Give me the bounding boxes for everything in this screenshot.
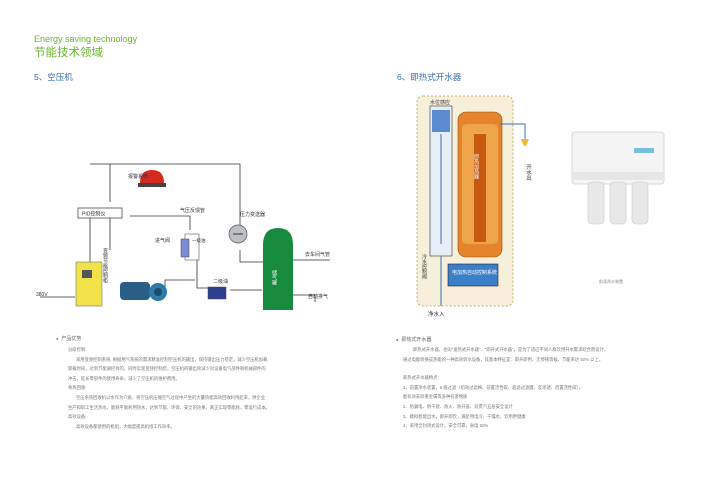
- feature-item: 4、采用全封闭式设计，安全可靠，省电 50%: [403, 423, 489, 429]
- water-heater-diagram: 水位感应 即热加热器 开水出 电加热自动控制系统 冷水控制阀 净水入: [416, 95, 532, 318]
- separator2-label: 二级油: [213, 278, 228, 285]
- paragraph: 分段控制:: [68, 347, 87, 352]
- features-title: 即热式开水器特点：: [403, 375, 442, 381]
- clean-water-in-label: 净水入: [428, 310, 445, 318]
- paragraph: 采用变频控制系统, 根据用气系统的需求精准控制空压机的输出，保持输出压力稳定，减…: [76, 356, 268, 362]
- paragraph: 通过电能转换成热能的一种高效转水设备，其基本特征是：即开即用、无停顿等候、节能率…: [403, 356, 604, 362]
- feature-item: 2、防漏电、防干烧、防火、防开盖、双煲汽五层安全设计: [403, 403, 513, 409]
- hot-water-label: 开水出: [525, 164, 532, 182]
- paragraph: 高效设备:: [68, 414, 87, 420]
- header-title-cn: 节能技术领域: [34, 47, 103, 59]
- paragraph: 卸载时间，达到节能调控目的。同时实现变频控制后，空压机的输出效减少对设备电气部件…: [68, 366, 266, 372]
- hot-water-tap-icon: [521, 139, 529, 146]
- alarm-label: 报警系统: [128, 173, 148, 180]
- photo-caption: 前滴净水装置: [599, 279, 623, 284]
- inverter-cabinet-icon: [75, 261, 103, 307]
- motor-icon: [120, 282, 150, 300]
- paragraph: 冲击，延长零部件的使用寿命，减少了空压机的维护费用。: [68, 375, 180, 381]
- inlet-valve-label: 进气阀: [155, 237, 170, 244]
- air-tank-icon: [263, 228, 293, 310]
- water-heater-text: 即热式开水器，也叫"速热式开水器"、"即开式开水器"。是为了适应不同人群饮用开水…: [403, 345, 703, 431]
- controller-icon: [447, 263, 499, 287]
- feature-item: 能有效去除重金属等多种有害物质: [403, 394, 468, 400]
- air-feedback-label: 气压反馈管: [180, 207, 205, 214]
- bullet-water-heater: 即热式开水器: [396, 336, 431, 343]
- air-compressor-diagram: 报警系统 PID控制仪 气压反馈管 压力变送器 一级油 进气阀 二级油 储气罐 …: [36, 163, 330, 310]
- controller-label: 电加热自动控制系统: [452, 269, 497, 276]
- feature-item: 1、前置净水装置，5 级过滤（初效过滤棉、前置活性碳、超滤过滤膜、反渗透、后置活…: [403, 384, 583, 390]
- paragraph: 即热式开水器，也叫"速热式开水器"、"即开式开水器"。是为了适应不同人群饮用开水…: [413, 347, 609, 352]
- pressure-sender-label: 压力变送器: [240, 211, 265, 218]
- paragraph: 高效设备都使用的机组，大幅度提高机组工作效率。: [76, 423, 175, 429]
- heater-label: 即热加热器: [473, 154, 479, 180]
- feature-item: 3、模拟智能出水，即开即饮，满足用电冷、干燥水，饮用更健康: [403, 413, 526, 419]
- paragraph: 余热回收:: [68, 385, 87, 391]
- section-title-water-heater: 6、即热式开水器: [397, 72, 462, 82]
- pid-controller: [77, 207, 123, 219]
- pid-label: PID控制仪: [82, 211, 105, 218]
- air-compressor-text: 分段控制: 采用变频控制系统, 根据用气系统的需求精准控制空压机的输出，保持输出…: [68, 345, 343, 431]
- voltage-label: 380V: [36, 292, 48, 298]
- water-purifier-photo: [571, 131, 665, 225]
- alarm-light-icon: [140, 170, 164, 183]
- water-level-label: 水位感应: [430, 99, 450, 106]
- to-vehicle-label: 去车间气管: [305, 251, 330, 258]
- tank-label: 储气罐: [271, 269, 277, 286]
- cold-valve-label: 冷水控制阀: [421, 253, 427, 280]
- header-title-en: Energy saving technology: [34, 34, 138, 44]
- section-title-air-compressor: 5、空压机: [34, 72, 73, 82]
- separator2-icon: [207, 286, 227, 300]
- inverter-label: 变频节能控制柜: [102, 247, 108, 284]
- paragraph: 生产和职工生活热水，能耗平衡利用热水，达到节能、环保、安全的效果，真正实现零能耗…: [68, 404, 270, 410]
- inlet-valve-icon: [180, 238, 190, 258]
- separator1-label: 一级油: [192, 237, 206, 244]
- bullet-product-advantage: 产品优势: [56, 335, 81, 342]
- paragraph: 空压余热回收机以水作为介质，将空压机压缩空气过程中产生的大量热能高效回收利用起来…: [76, 394, 266, 400]
- auto-exhaust-label: 自动排气: [308, 293, 328, 300]
